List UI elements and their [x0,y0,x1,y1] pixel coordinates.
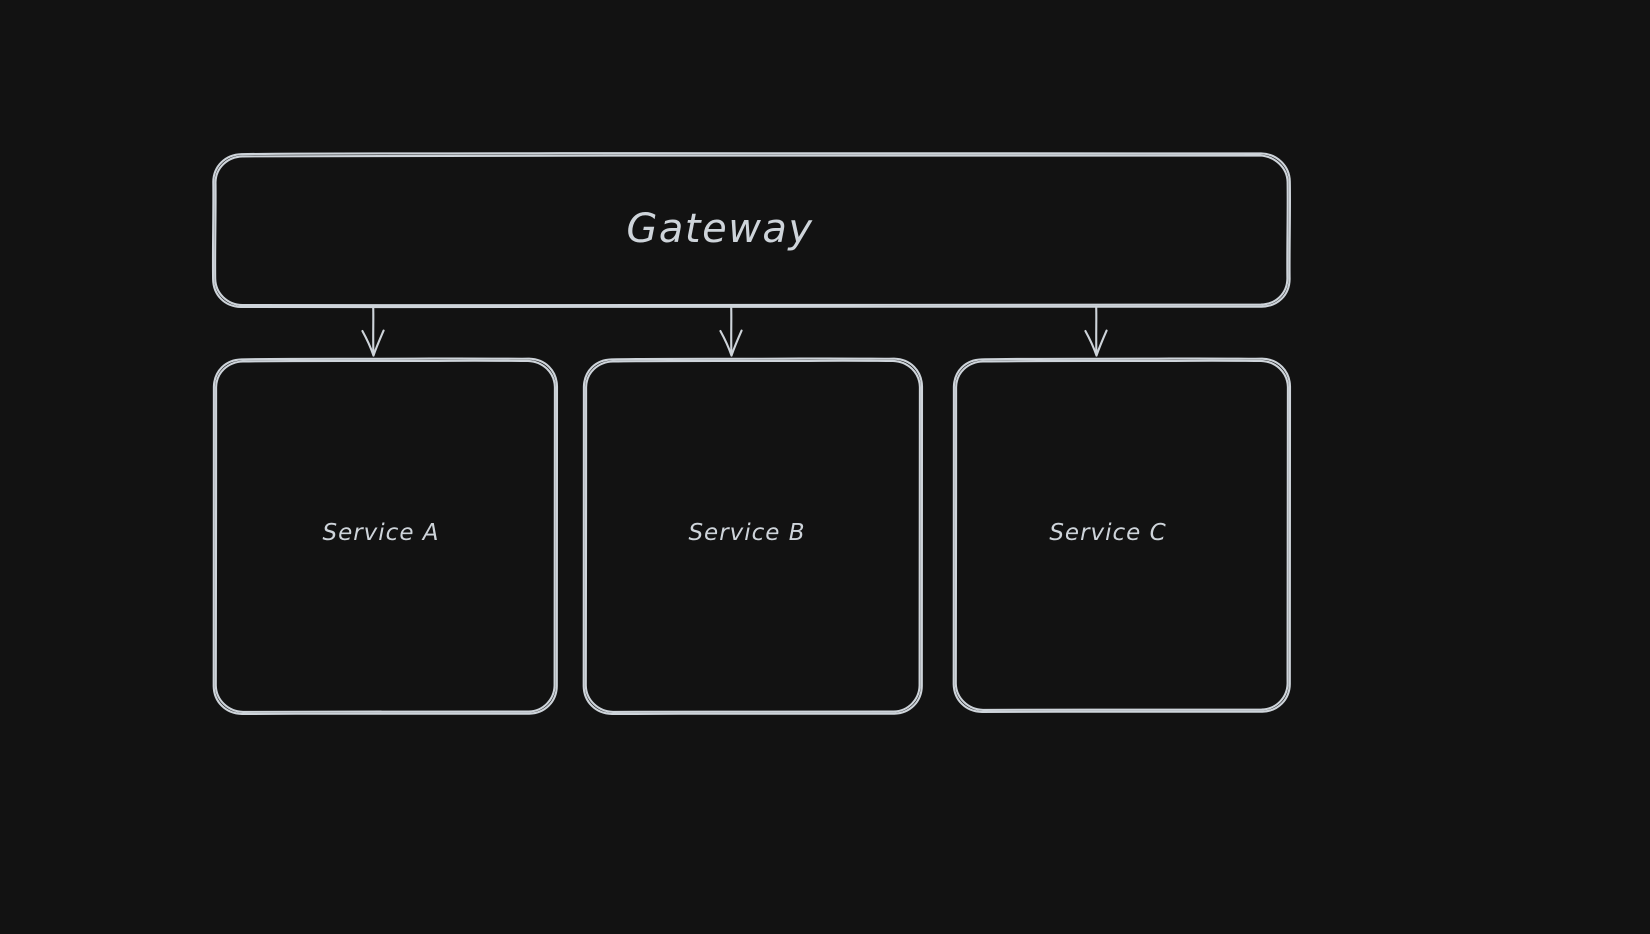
node-service-a[interactable] [213,358,557,714]
node-shape-service-c [952,357,1292,714]
node-gateway[interactable] [213,153,1290,307]
node-shape-service-b [582,357,924,716]
node-shape-service-a [212,357,559,716]
edge-gateway-to-service-c [1084,306,1108,357]
node-service-c[interactable] [953,358,1290,712]
node-service-b[interactable] [583,358,922,714]
node-shape-gateway [211,151,1292,309]
edge-gateway-to-service-b [719,306,743,357]
edge-gateway-to-service-a [361,306,385,357]
